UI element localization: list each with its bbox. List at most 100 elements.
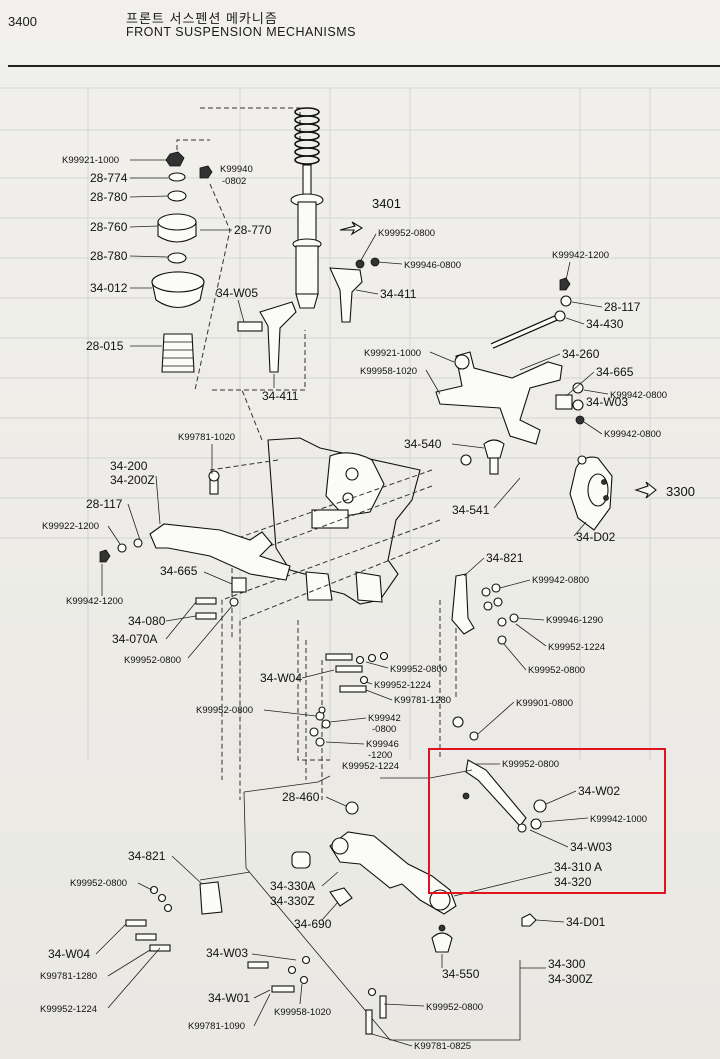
stabilizer-bracket-right [451,573,519,645]
label-34-012: 34-012 [90,281,128,295]
label-k99781-1280-b: K99781-1280 [40,971,97,982]
label-k99901-0800: K99901-0800 [516,698,573,709]
label-k99952-1224-a: K99952-1224 [548,642,605,653]
ball-joint-lower [431,924,453,953]
label-34-541: 34-541 [452,503,490,517]
label-k99922-1200: K99922-1200 [42,521,99,532]
label-k99958-1020-b: K99958-1020 [274,1007,331,1018]
label-k99940: K99940 [220,164,253,175]
label-k99781-1280-a: K99781-1280 [394,695,451,706]
label-k99781-1090: K99781-1090 [188,1021,245,1032]
bolt-group-lower [247,955,387,1035]
label-28-015: 28-015 [86,339,124,353]
page-number: 3400 [8,14,37,29]
label-34-550: 34-550 [442,967,480,981]
label-k99952-0800-b: K99952-0800 [124,655,181,666]
label-k99942-1000: K99942-1000 [590,814,647,825]
label-34-w03-c: 34-W03 [206,946,248,960]
label-k99942-0800-d: K99942 [368,713,401,724]
label-k99952-0800-e: K99952-0800 [196,705,253,716]
label-k99942-1200-b: K99942-1200 [66,596,123,607]
label-34-411-a: 34-411 [262,389,299,403]
label-k99952-0800-d: K99952-0800 [390,664,447,675]
label-28-760: 28-760 [90,220,128,234]
callout-labels: K99921-1000 28-774 28-780 28-760 28-780 … [40,155,695,1052]
knuckle-bracket [237,257,380,373]
label-28-117-a: 28-117 [604,300,641,314]
label-3401: 3401 [372,196,401,211]
label-34-330z: 34-330Z [270,894,315,908]
label-k99940-0802: -0802 [222,176,246,187]
label-34-665-a: 34-665 [596,365,634,379]
label-34-310a: 34-310 A [554,860,602,874]
label-34-411-b: 34-411 [380,287,417,301]
label-k99942-0800-d-suffix: -0800 [372,724,396,735]
label-34-w02: 34-W02 [578,784,620,798]
page-title-english: FRONT SUSPENSION MECHANISMS [126,25,356,39]
label-34-w03-a: 34-W03 [586,395,628,409]
label-28-780-b: 28-780 [90,249,128,263]
label-34-300z: 34-300Z [548,972,593,986]
label-34-300: 34-300 [548,957,586,971]
ball-joint-upper [460,439,505,475]
label-k99952-0800-h: K99952-0800 [426,1002,483,1013]
label-34-260: 34-260 [562,347,600,361]
label-k99946-1290: K99946-1290 [546,615,603,626]
strut-mount-assembly [151,151,213,373]
label-34-690: 34-690 [294,917,332,931]
label-34-430: 34-430 [586,317,624,331]
label-34-665-b: 34-665 [160,564,198,578]
header-rule [8,65,720,67]
tie-rod-assembly [452,716,547,833]
label-34-w05: 34-W05 [216,286,258,300]
label-k99921-1000: K99921-1000 [62,155,119,166]
coil-spring [294,107,320,165]
label-34-200z: 34-200Z [110,473,155,487]
label-k99942-1200-a: K99942-1200 [552,250,609,261]
label-28-780-a: 28-780 [90,190,128,204]
label-k99781-0825: K99781-0825 [414,1041,471,1052]
label-28-460: 28-460 [282,790,320,804]
highlight-box [428,748,666,894]
label-k99952-1224-d: K99952-1224 [40,1004,97,1015]
label-34-540: 34-540 [404,437,442,451]
label-28-774: 28-774 [90,171,128,185]
label-k99952-1224-c: K99952-1224 [342,761,399,772]
label-k99952-0800-c: K99952-0800 [528,665,585,676]
stabilizer-bracket-left [125,881,223,952]
lower-arm-rear [99,470,291,620]
lower-control-arm [291,801,457,915]
label-34-d01: 34-D01 [566,915,606,929]
label-k99942-0800-a: K99942-0800 [610,390,667,401]
label-34-w01: 34-W01 [208,991,250,1005]
label-k99946-1200: K99946 [366,739,399,750]
label-k99946-1200-suffix: -1200 [368,750,392,761]
label-34-070a: 34-070A [112,632,157,646]
front-subframe [267,437,421,605]
label-34-320: 34-320 [554,875,592,889]
tension-rod [490,277,572,349]
label-k99952-0800-a: K99952-0800 [378,228,435,239]
label-28-770: 28-770 [234,223,272,237]
label-34-080: 34-080 [128,614,166,628]
label-k99952-1224-b: K99952-1224 [374,680,431,691]
label-34-w04-b: 34-W04 [48,947,90,961]
label-k99942-0800-b: K99942-0800 [604,429,661,440]
label-k99946-0800: K99946-0800 [404,260,461,271]
label-34-200: 34-200 [110,459,148,473]
label-k99958-1020-a: K99958-1020 [360,366,417,377]
upper-control-arm [435,351,585,445]
page-title-korean: 프론트 서스펜션 메카니즘 [126,11,278,26]
label-34-w04-a: 34-W04 [260,671,302,685]
shock-strut [290,164,324,309]
label-34-330a: 34-330A [270,879,315,893]
bolt-group-center [309,651,389,747]
steering-knuckle-hub [569,455,613,531]
label-k99942-0800-c: K99942-0800 [532,575,589,586]
label-34-w03-b: 34-W03 [570,840,612,854]
label-34-821-a: 34-821 [486,551,524,565]
label-34-821-b: 34-821 [128,849,166,863]
label-28-117-b: 28-117 [86,497,123,511]
